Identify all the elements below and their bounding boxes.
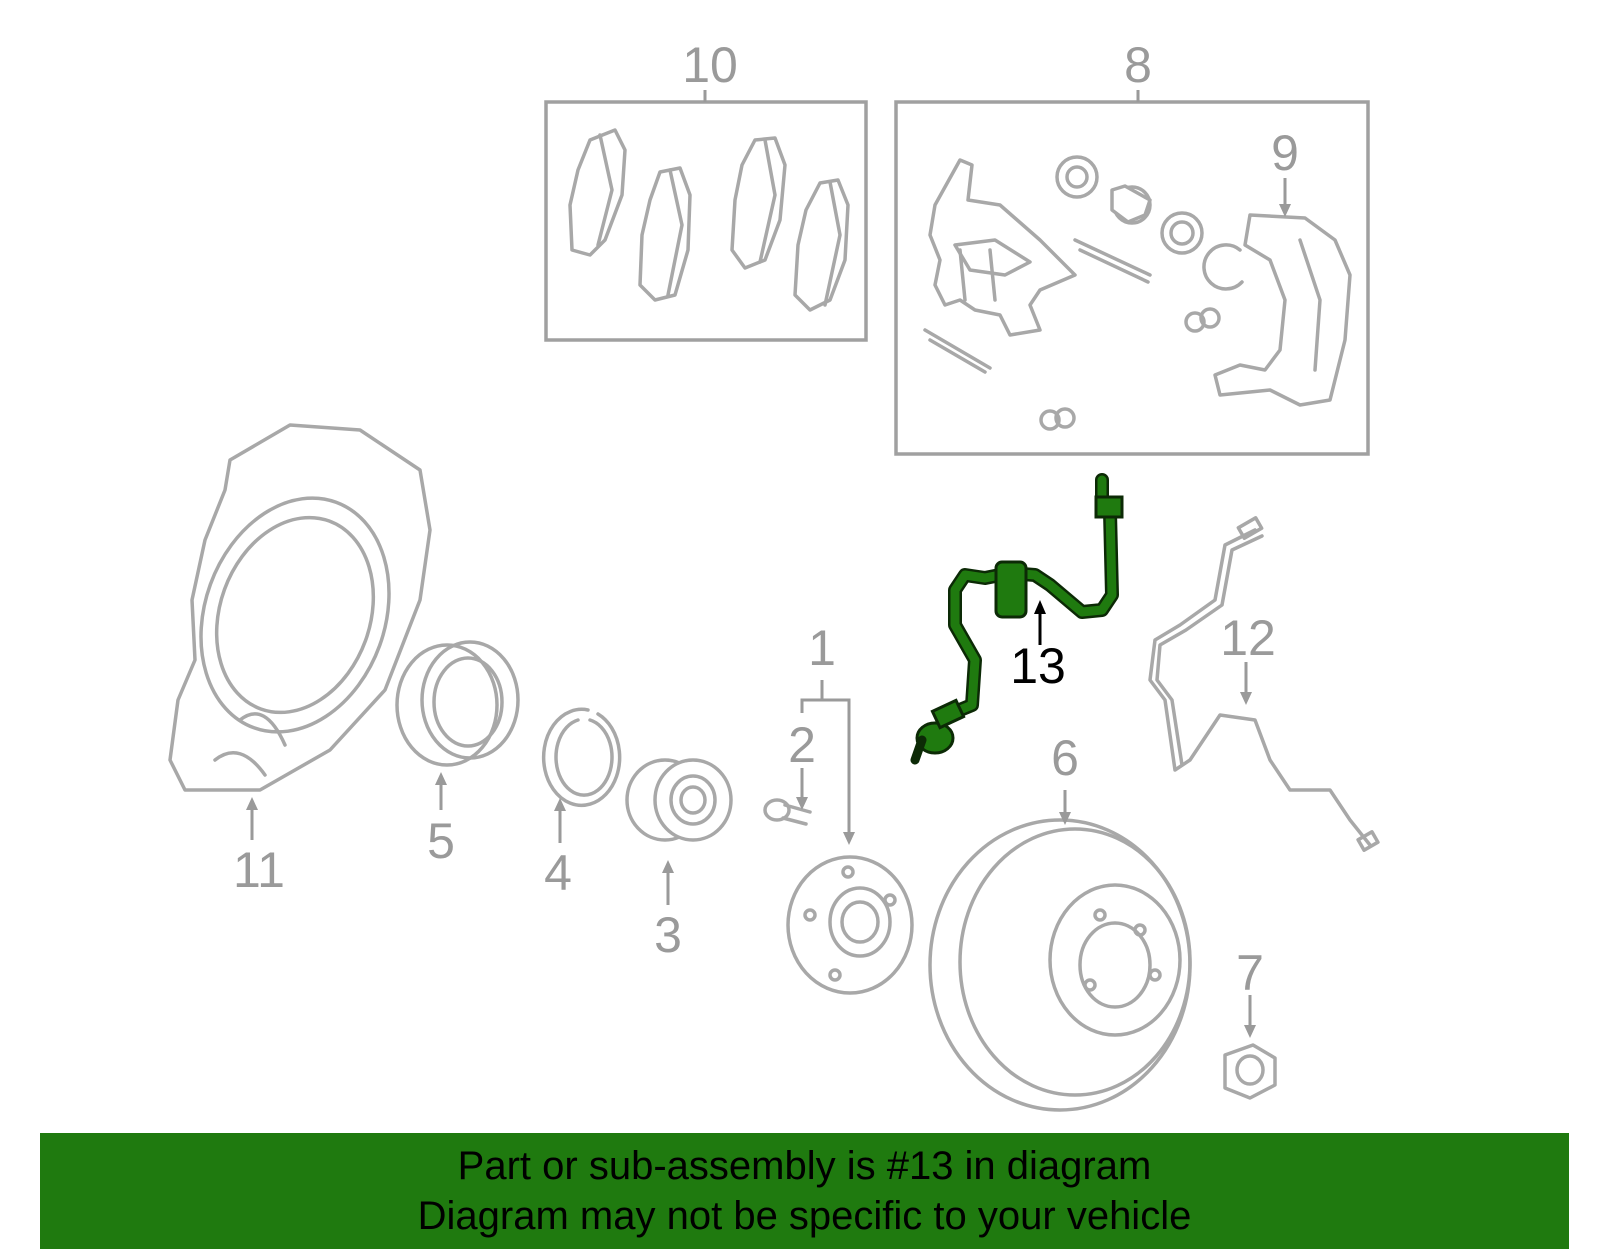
lug-nut[interactable] xyxy=(1223,1043,1277,1100)
banner-line-part: Part or sub-assembly is #13 in diagram xyxy=(457,1144,1152,1188)
info-banner: Part or sub-assembly is #13 in diagram D… xyxy=(40,1133,1569,1249)
callout-11: 11 xyxy=(233,842,285,898)
callout-13: 13 xyxy=(1010,638,1066,694)
bearing-race[interactable] xyxy=(395,640,520,767)
wheel-hub[interactable] xyxy=(786,855,914,995)
callout-2: 2 xyxy=(788,717,816,773)
callout-12: 12 xyxy=(1220,610,1276,666)
wheel-bearing[interactable] xyxy=(625,758,733,842)
abs-sensor-harness[interactable] xyxy=(1148,516,1380,852)
caliper[interactable] xyxy=(928,158,1077,337)
callout-4: 4 xyxy=(544,845,572,901)
piston-seals[interactable] xyxy=(1055,155,1244,291)
brake-hose[interactable] xyxy=(910,473,1124,765)
brake-pads[interactable] xyxy=(568,128,850,312)
callout-7: 7 xyxy=(1236,945,1264,1001)
callout-1: 1 xyxy=(808,620,836,676)
callout-3: 3 xyxy=(654,907,682,963)
caliper-assembly-box xyxy=(894,100,1370,456)
snap-ring[interactable] xyxy=(541,707,622,808)
banner-line-disclaimer: Diagram may not be specific to your vehi… xyxy=(417,1194,1192,1238)
callout-10: 10 xyxy=(682,37,738,93)
dust-shield[interactable] xyxy=(168,423,432,792)
guide-pins[interactable] xyxy=(923,238,1221,431)
callout-8: 8 xyxy=(1124,37,1152,93)
callout-5: 5 xyxy=(427,813,455,869)
callout-6: 6 xyxy=(1051,730,1079,786)
caliper-bracket[interactable] xyxy=(1213,213,1352,407)
brake-parts-diagram: 10 8 9 1 2 11 5 4 3 6 7 12 13 xyxy=(168,37,1380,1112)
hub-bolt[interactable] xyxy=(763,798,812,826)
callout-9: 9 xyxy=(1271,125,1299,181)
brake-rotor[interactable] xyxy=(928,818,1192,1112)
